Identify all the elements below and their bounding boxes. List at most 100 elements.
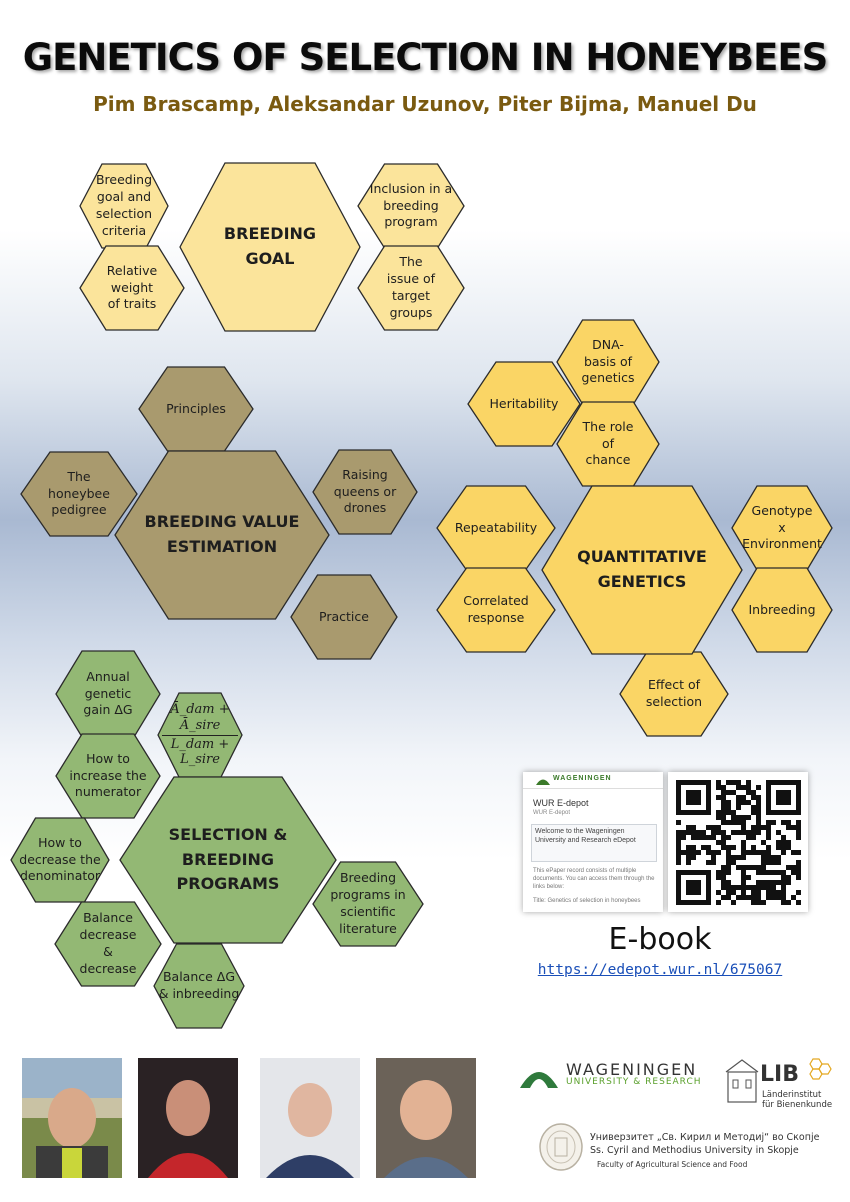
- hex-bve-item-4: [290, 574, 398, 660]
- university-seal-icon: [539, 1123, 583, 1171]
- hex-breeding-goal-item-4-label-line: groups: [389, 304, 433, 320]
- hex-sel-item-3-label-line: denominator: [19, 868, 101, 884]
- hex-sel-item-5-label-line: decrease: [79, 960, 137, 976]
- edepot-preview: WAGENINGEN WUR E-depot WUR E-depot Welco…: [523, 772, 663, 912]
- hex-sel-item-4-label-line: literature: [339, 920, 397, 936]
- hex-bve-item-3-label-line: queens or: [333, 483, 397, 499]
- hex-sel-item-6: [153, 943, 245, 1029]
- poster-title: GENETICS OF SELECTION IN HONEYBEES: [22, 36, 829, 79]
- hex-sel-center-label-line: BREEDING: [181, 849, 275, 869]
- hex-bve-item-1-label: Principles: [139, 367, 253, 451]
- hex-breeding-goal-item-1-label-line: criteria: [101, 222, 147, 238]
- qr-code-icon: [668, 772, 808, 912]
- edepot-title-line: Title: Genetics of selection in honeybee…: [533, 898, 641, 904]
- hex-breeding-goal-center-label-line: BREEDING: [223, 224, 317, 244]
- hex-sel-item-6-label-line: Balance ΔG: [162, 969, 236, 985]
- hex-bve-item-1: [138, 366, 254, 452]
- lib-building-icon: [725, 1059, 759, 1103]
- hex-sel-item-4: [312, 861, 424, 947]
- author-photo-2: [138, 1058, 238, 1178]
- hex-sel-center-label-line: PROGRAMS: [176, 874, 280, 894]
- hex-qg-item-3-label-line: The role: [582, 418, 634, 434]
- poster-authors: Pim Brascamp, Aleksandar Uzunov, Piter B…: [93, 92, 757, 116]
- formula-numerator: Ā_dam + Ā_sire: [162, 702, 238, 736]
- hex-qg-item-1-label-line: basis of: [583, 353, 633, 369]
- hex-bve-item-3-label-line: drones: [343, 500, 387, 516]
- hex-qg-item-2-label-line: Heritability: [489, 395, 559, 411]
- hex-qg-item-5-label-line: Environment: [742, 536, 822, 552]
- hex-sel-item-1-label-line: gain ΔG: [83, 702, 133, 718]
- hex-sel-center: [119, 776, 337, 944]
- hex-breeding-goal-item-3-label-line: Inclusion in a: [369, 180, 453, 196]
- university-faculty: Faculty of Agricultural Science and Food: [597, 1160, 748, 1169]
- hex-sel-item-3: [10, 817, 110, 903]
- hex-breeding-goal-item-2-label-line: Relative: [106, 262, 158, 278]
- wur-leaf-icon: [536, 779, 550, 785]
- edepot-welcome-box: [531, 824, 657, 862]
- hex-qg-item-2: [467, 361, 581, 447]
- hex-sel-item-2-label-line: increase the: [69, 767, 147, 783]
- hex-bve-item-2-label-line: honeybee: [48, 485, 110, 501]
- hex-qg-item-3-label-line: chance: [585, 452, 631, 468]
- lib-logo-name: LIB: [760, 1062, 799, 1087]
- hex-qg-item-7: [731, 567, 833, 653]
- hex-breeding-goal-item-2-label-line: weight: [110, 279, 154, 295]
- hex-breeding-goal-item-4-label-line: target: [391, 288, 430, 303]
- hex-qg-item-6-label-line: Correlated: [463, 593, 529, 609]
- hex-qg-item-7-label: Inbreeding: [732, 568, 832, 652]
- edepot-subheading: WUR E-depot: [533, 810, 571, 816]
- edepot-brand: WAGENINGEN: [553, 775, 612, 782]
- hex-qg-item-3-label-line: of: [601, 435, 615, 451]
- hex-breeding-goal-item-2-label-line: of traits: [107, 296, 157, 312]
- hex-sel-item-3-label-line: How to: [38, 834, 82, 850]
- hex-qg-item-1-label-line: genetics: [581, 370, 635, 386]
- hex-sel-item-2-label-line: numerator: [74, 784, 142, 800]
- hex-breeding-goal-item-1: [79, 163, 169, 249]
- university-name-en: Ss. Cyril and Methodius University in Sk…: [590, 1145, 799, 1156]
- author-photo-4: [376, 1058, 476, 1178]
- ebook-label: E-book: [608, 922, 712, 957]
- hex-qg-item-6-label-line: response: [467, 610, 525, 625]
- hex-bve-item-4-label-line: Practice: [319, 608, 369, 624]
- hex-sel-item-1-label-line: genetic: [84, 685, 132, 701]
- hex-breeding-goal-item-1-label-line: selection: [95, 206, 153, 221]
- edepot-body: This ePaper record consists of multiple …: [533, 868, 655, 890]
- hex-breeding-goal-item-1-label-line: goal and: [96, 189, 152, 205]
- formula-denominator: L_dam + L_sire: [170, 736, 230, 768]
- ebook-link[interactable]: https://edepot.wur.nl/675067: [537, 962, 783, 978]
- lib-logo-sub: Länderinstitut für Bienenkunde: [762, 1090, 833, 1111]
- hex-bve-item-4-label: Practice: [291, 575, 397, 659]
- hex-qg-item-5-label-line: Genotype: [751, 502, 813, 518]
- hex-sel-item-4-label-line: Breeding: [339, 870, 397, 886]
- hex-qg-item-1-label-line: DNA-: [592, 336, 624, 352]
- hex-bve-item-3-label-line: Raising: [342, 466, 388, 482]
- hex-sel-center-label-line: SELECTION &: [168, 824, 288, 844]
- wur-logo-name: WAGENINGEN: [566, 1060, 698, 1079]
- hex-breeding-goal-item-4: [357, 245, 465, 331]
- hex-qg-center-label-line: QUANTITATIVE: [577, 547, 707, 567]
- hex-sel-center-label: SELECTION & BREEDING PROGRAMS: [120, 777, 336, 943]
- hex-breeding-goal-item-1-label-line: Breeding: [95, 172, 153, 188]
- edepot-header-bar: WAGENINGEN: [523, 772, 663, 789]
- hex-bve-center-label-line: ESTIMATION: [166, 537, 278, 556]
- wur-logo-sub: UNIVERSITY & RESEARCH: [566, 1077, 702, 1087]
- hex-bve-item-2-label-line: pedigree: [51, 502, 107, 518]
- hex-breeding-goal-item-4-label-line: The: [399, 254, 423, 270]
- hex-bve-center-label-line: BREEDING VALUE: [144, 512, 300, 532]
- author-photo-1: [22, 1058, 122, 1178]
